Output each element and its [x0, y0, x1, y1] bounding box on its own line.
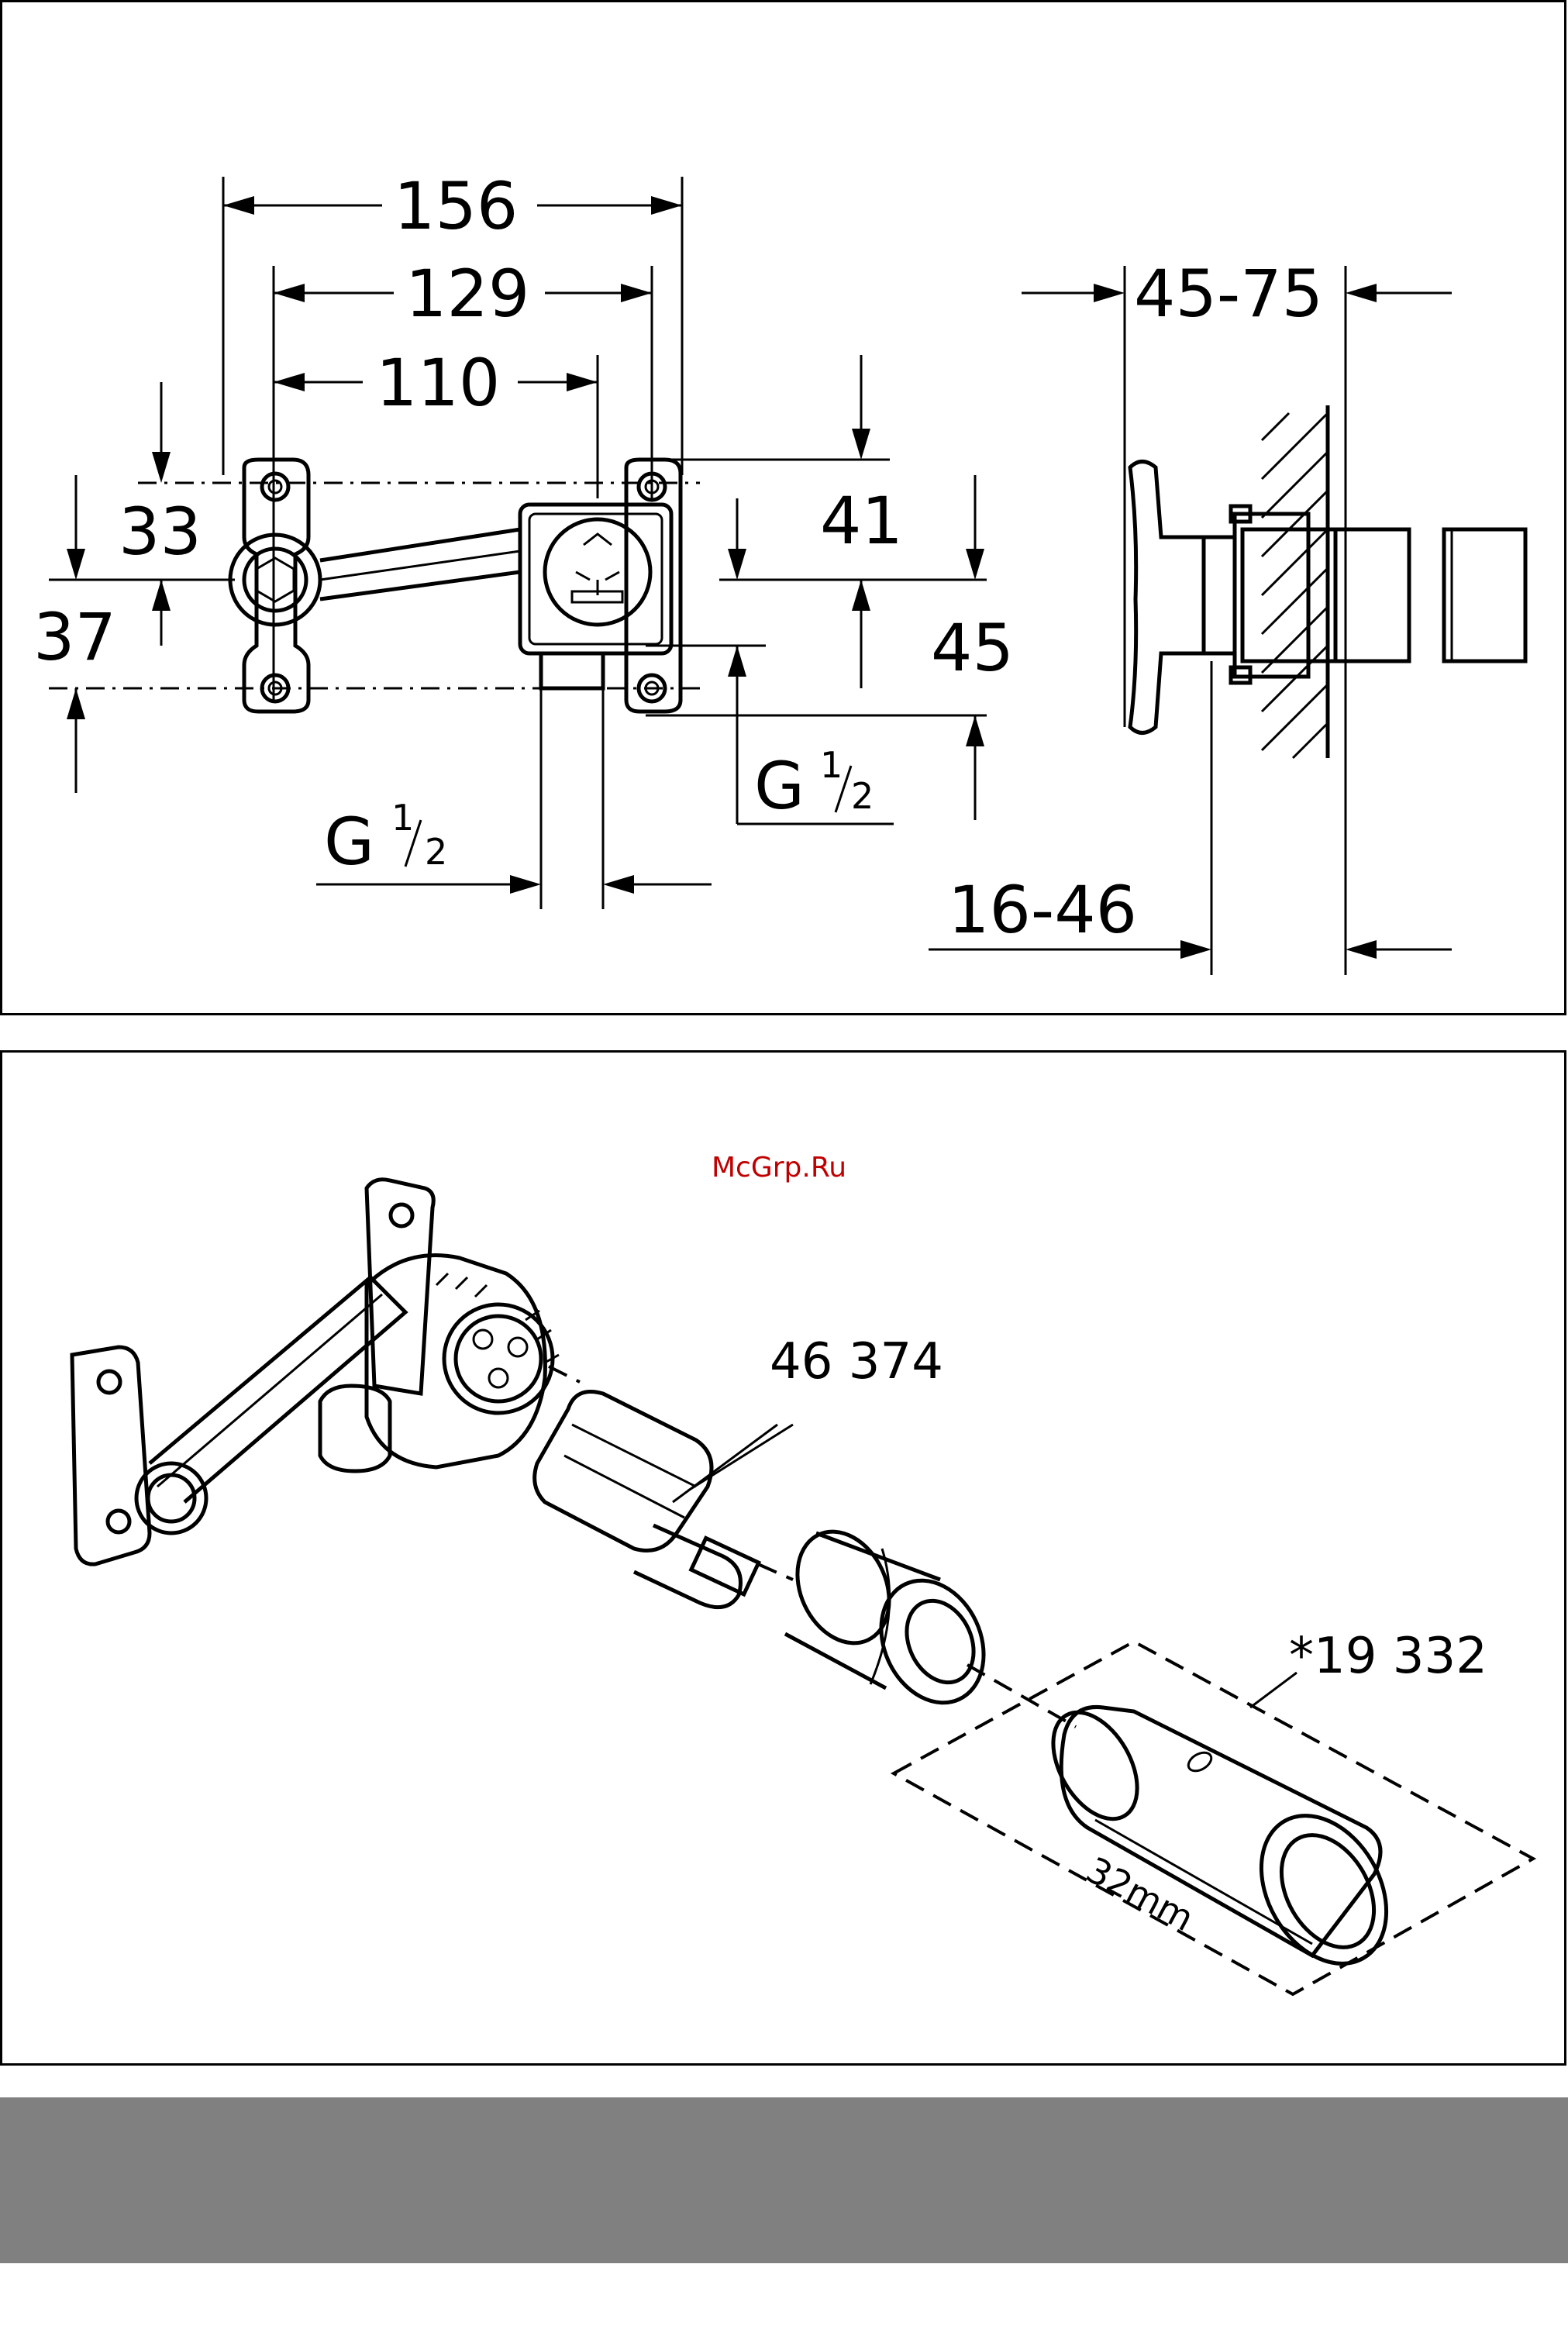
tool-size-label: 32mm: [1080, 1849, 1201, 1939]
dim-33: 33: [119, 494, 202, 570]
dim-110: 110: [376, 345, 500, 421]
dim-41: 41: [820, 483, 903, 559]
socket-tool-part: [1036, 1698, 1412, 1987]
exploded-view: McGrp.Ru 46 374: [2, 1053, 1568, 2068]
tool-box-outline: [894, 1642, 1533, 1994]
wall-section: [1262, 405, 1328, 758]
dim-16-46: 16-46: [948, 872, 1137, 948]
dim-156: 156: [394, 168, 518, 244]
dimension-drawing: 156 129 110 33 37 41 45 G 1 2: [2, 2, 1568, 1018]
g-left-main: G: [324, 804, 374, 880]
g-right-main: G: [754, 748, 805, 824]
footer-band: [0, 2097, 1568, 2263]
wall-bracket-assembly: [72, 1180, 559, 1564]
dim-45: 45: [931, 610, 1014, 686]
exploded-view-panel: McGrp.Ru 46 374: [0, 1050, 1566, 2066]
g-right-denominator: 2: [851, 775, 874, 817]
part-number-tool: *19 332: [1289, 1628, 1487, 1685]
dim-45-75: 45-75: [1134, 256, 1323, 332]
part-number-cartridge: 46 374: [770, 1333, 943, 1390]
sleeve-part: [780, 1517, 1002, 1720]
dimension-drawing-panel: 156 129 110 33 37 41 45 G 1 2: [0, 0, 1566, 1015]
g-left-denominator: 2: [425, 831, 447, 873]
dim-37: 37: [33, 599, 116, 675]
g-right-numerator: 1: [820, 744, 843, 786]
watermark-text: McGrp.Ru: [712, 1152, 846, 1184]
cartridge-part: [535, 1392, 777, 1608]
dim-129: 129: [405, 256, 529, 332]
g-left-numerator: 1: [391, 797, 414, 839]
valve-body-front: [520, 460, 681, 712]
